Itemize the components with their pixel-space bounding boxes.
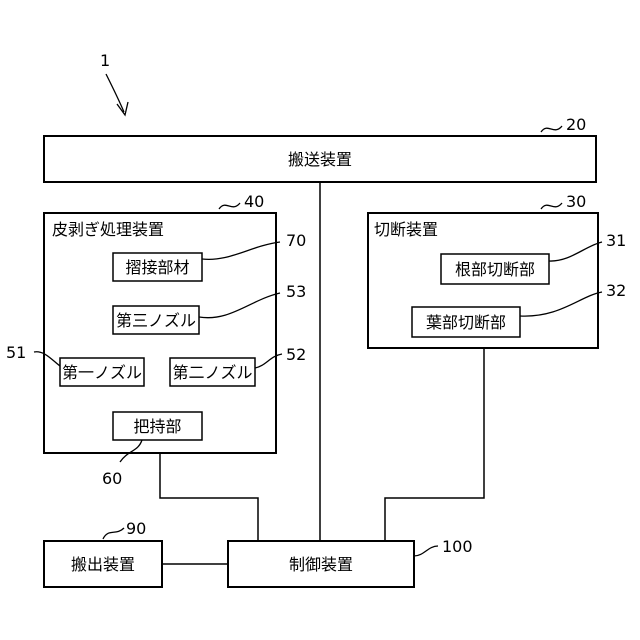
conveyor-label: 搬送装置 [288,150,352,169]
third-nozzle-ref: 53 [286,282,306,301]
leaf-cutter-label: 葉部切断部 [426,313,506,332]
holder-label: 把持部 [133,417,181,436]
first-nozzle-label: 第一ノズル [62,363,142,382]
unloader-ref: 90 [126,519,146,538]
cutting-ref: 30 [566,192,586,211]
controller-label: 制御装置 [289,555,353,574]
unloader-ref-lead [103,528,124,539]
conveyor-ref: 20 [566,115,586,134]
leaf-cutter-ref: 32 [606,281,626,300]
third-nozzle-label: 第三ノズル [116,311,196,330]
contact-member-label: 摺接部材 [125,258,189,277]
conveyor-ref-lead [541,126,562,132]
peeling-device-label: 皮剥ぎ処理装置 [52,220,164,239]
contact-member-ref: 70 [286,231,306,250]
controller-ref-lead [414,546,438,556]
system-ref-arrow [106,74,124,112]
system-ref: 1 [100,51,110,70]
cutting-device-label: 切断装置 [374,220,438,239]
cutting-ref-lead [541,203,562,209]
wire-cutting-controller [385,348,484,541]
second-nozzle-label: 第二ノズル [172,363,252,382]
root-cutter-ref: 31 [606,231,626,250]
peeling-ref: 40 [244,192,264,211]
unloader-label: 搬出装置 [71,555,135,574]
second-nozzle-ref: 52 [286,345,306,364]
wire-holder-controller [160,453,258,541]
root-cutter-label: 根部切断部 [455,260,535,279]
first-nozzle-ref: 51 [6,343,26,362]
controller-ref: 100 [442,537,473,556]
holder-ref: 60 [102,469,122,488]
peeling-ref-lead [219,203,240,209]
